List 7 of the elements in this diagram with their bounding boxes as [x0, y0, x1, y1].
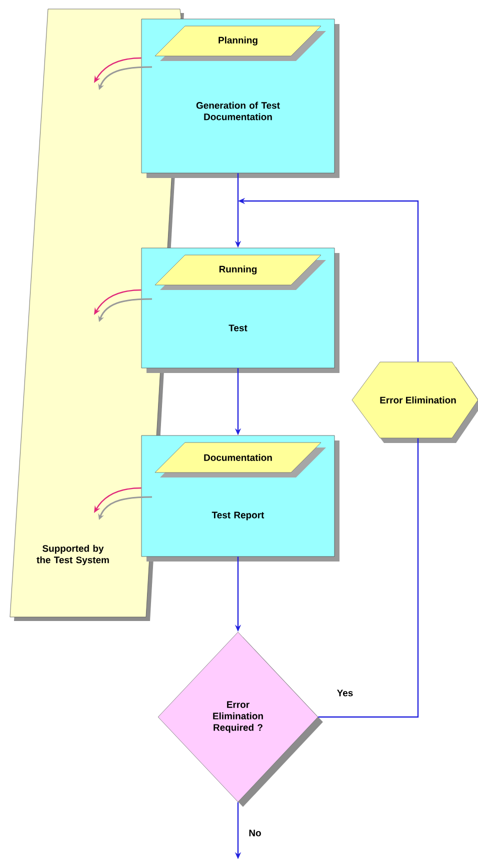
stage-parallelogram: Planning	[154, 26, 326, 61]
connector-line	[318, 438, 419, 718]
process-hexagon: Error Elimination	[352, 362, 478, 443]
edge-label: Yes	[337, 690, 353, 696]
stage-parallelogram: Running	[154, 254, 326, 290]
edge-label: No	[249, 830, 261, 836]
stage-parallelogram: Documentation	[154, 442, 326, 478]
